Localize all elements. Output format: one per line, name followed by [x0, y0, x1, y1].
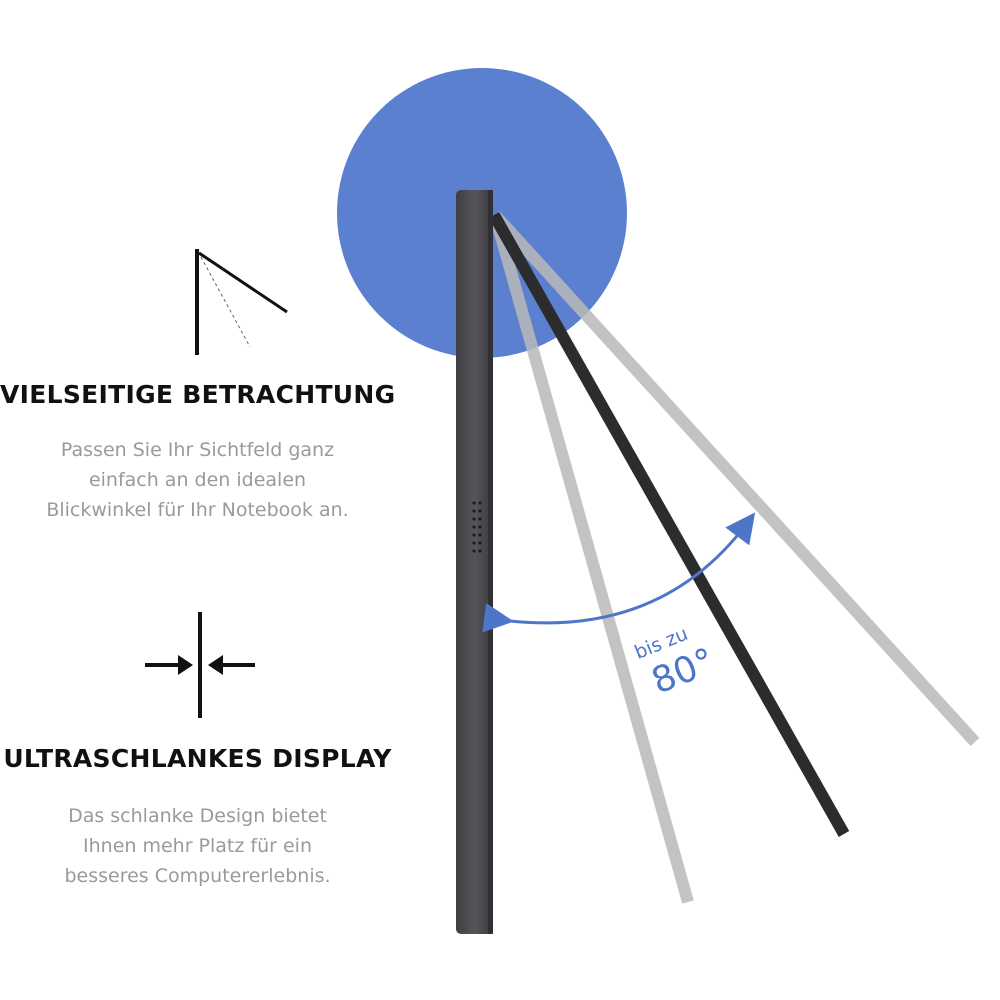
feature-description-line: Passen Sie Ihr Sichtfeld ganz: [60, 439, 335, 461]
feature-description-line: Ihnen mehr Platz für ein: [83, 835, 312, 857]
feature-description-line: besseres Computererlebnis.: [64, 865, 331, 887]
feature-description: Passen Sie Ihr Sichtfeld ganz einfach an…: [0, 435, 395, 525]
device-body: [456, 190, 493, 934]
feature-title: ULTRASCHLANKES DISPLAY: [3, 744, 392, 773]
feature-description-line: Blickwinkel für Ihr Notebook an.: [46, 499, 349, 521]
feature-slim: ULTRASCHLANKES DISPLAY Das schlanke Desi…: [0, 744, 395, 891]
slim-arrows-icon: [145, 612, 255, 718]
feature-description-line: einfach an den idealen: [88, 469, 307, 491]
screen-position-tilted: [488, 212, 850, 837]
viewing-angle-icon: [195, 249, 288, 355]
feature-description: Das schlanke Design bietet Ihnen mehr Pl…: [0, 801, 395, 891]
angle-arc-arrow: [482, 512, 756, 633]
speaker-grille: [472, 501, 482, 553]
screen-position-ghost: [490, 210, 980, 747]
feature-title: VIELSEITIGE BETRACHTUNG: [0, 380, 396, 409]
feature-viewing: VIELSEITIGE BETRACHTUNG Passen Sie Ihr S…: [0, 380, 395, 525]
feature-description-line: Das schlanke Design bietet: [68, 805, 327, 827]
